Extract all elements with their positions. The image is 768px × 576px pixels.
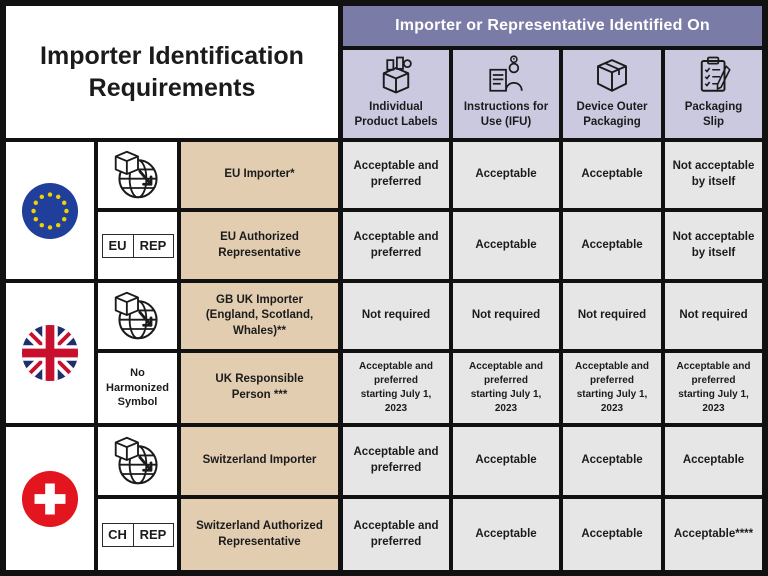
value-cell: Acceptable xyxy=(563,142,661,208)
value-cell: Acceptable and preferred xyxy=(343,499,449,570)
value-cell: Acceptable and preferred xyxy=(343,212,449,279)
product-box-icon xyxy=(382,56,412,94)
value-cell: Acceptable and preferred xyxy=(343,142,449,208)
value-cell: Acceptable**** xyxy=(665,499,762,570)
value-cell: Acceptable and preferred starting July 1… xyxy=(453,353,559,423)
column-header-product-labels: Individual Product Labels xyxy=(343,50,449,138)
eu-rep-symbol: EU REP xyxy=(101,233,174,258)
value-cell: Not required xyxy=(665,283,762,349)
column-label: Packaging Slip xyxy=(684,101,743,128)
value-cell: Not acceptable by itself xyxy=(665,142,762,208)
value-cell: Not required xyxy=(453,283,559,349)
role-cell: EU Importer* xyxy=(181,142,338,208)
value-cell: Acceptable xyxy=(453,212,559,279)
role-cell: Switzerland Authorized Representative xyxy=(181,499,338,570)
value-cell: Acceptable and preferred starting July 1… xyxy=(563,353,661,423)
region-eu xyxy=(6,142,94,279)
role-cell: UK Responsible Person *** xyxy=(181,353,338,423)
role-cell: EU Authorized Representative xyxy=(181,212,338,279)
swiss-flag-icon xyxy=(21,470,79,527)
table-title: Importer Identification Requirements xyxy=(6,6,338,138)
symbol-ch-rep: CH REP xyxy=(98,499,177,570)
value-cell: Acceptable and preferred xyxy=(343,427,449,495)
column-header-outer-packaging: Device Outer Packaging xyxy=(563,50,661,138)
group-header: Importer or Representative Identified On xyxy=(343,6,762,46)
value-cell: Acceptable xyxy=(453,499,559,570)
value-cell: Acceptable xyxy=(563,499,661,570)
column-label: Individual Product Labels xyxy=(354,101,438,128)
no-harmonized-symbol: No Harmonized Symbol xyxy=(106,366,169,409)
column-header-ifu: Instructions for Use (IFU) xyxy=(453,50,559,138)
value-cell: Acceptable xyxy=(563,427,661,495)
region-uk xyxy=(6,283,94,423)
symbol-eu-rep: EU REP xyxy=(98,212,177,279)
region-switzerland xyxy=(6,427,94,570)
value-cell: Not acceptable by itself xyxy=(665,212,762,279)
value-cell: Acceptable and preferred starting July 1… xyxy=(665,353,762,423)
value-cell: Acceptable xyxy=(665,427,762,495)
symbol-importer xyxy=(98,283,177,349)
symbol-importer xyxy=(98,142,177,208)
ch-rep-symbol: CH REP xyxy=(101,522,174,547)
role-cell: GB UK Importer (England, Scotland, Whale… xyxy=(181,283,338,349)
column-label: Instructions for Use (IFU) xyxy=(463,101,549,128)
importer-globe-icon xyxy=(114,291,158,340)
value-cell: Acceptable and preferred starting July 1… xyxy=(343,353,449,423)
value-cell: Acceptable xyxy=(453,427,559,495)
symbol-importer xyxy=(98,427,177,495)
value-cell: Acceptable xyxy=(453,142,559,208)
importer-globe-icon xyxy=(114,150,158,199)
importer-globe-icon xyxy=(114,436,158,485)
clipboard-checklist-icon xyxy=(700,56,731,92)
instructions-icon xyxy=(489,55,523,92)
column-label: Device Outer Packaging xyxy=(576,101,648,128)
value-cell: Acceptable xyxy=(563,212,661,279)
uk-flag-icon xyxy=(21,324,79,382)
symbol-none: No Harmonized Symbol xyxy=(98,353,177,423)
column-header-packaging-slip: Packaging Slip xyxy=(665,50,762,138)
role-cell: Switzerland Importer xyxy=(181,427,338,495)
value-cell: Not required xyxy=(343,283,449,349)
value-cell: Not required xyxy=(563,283,661,349)
eu-flag-icon xyxy=(21,182,79,239)
package-icon xyxy=(597,59,627,92)
